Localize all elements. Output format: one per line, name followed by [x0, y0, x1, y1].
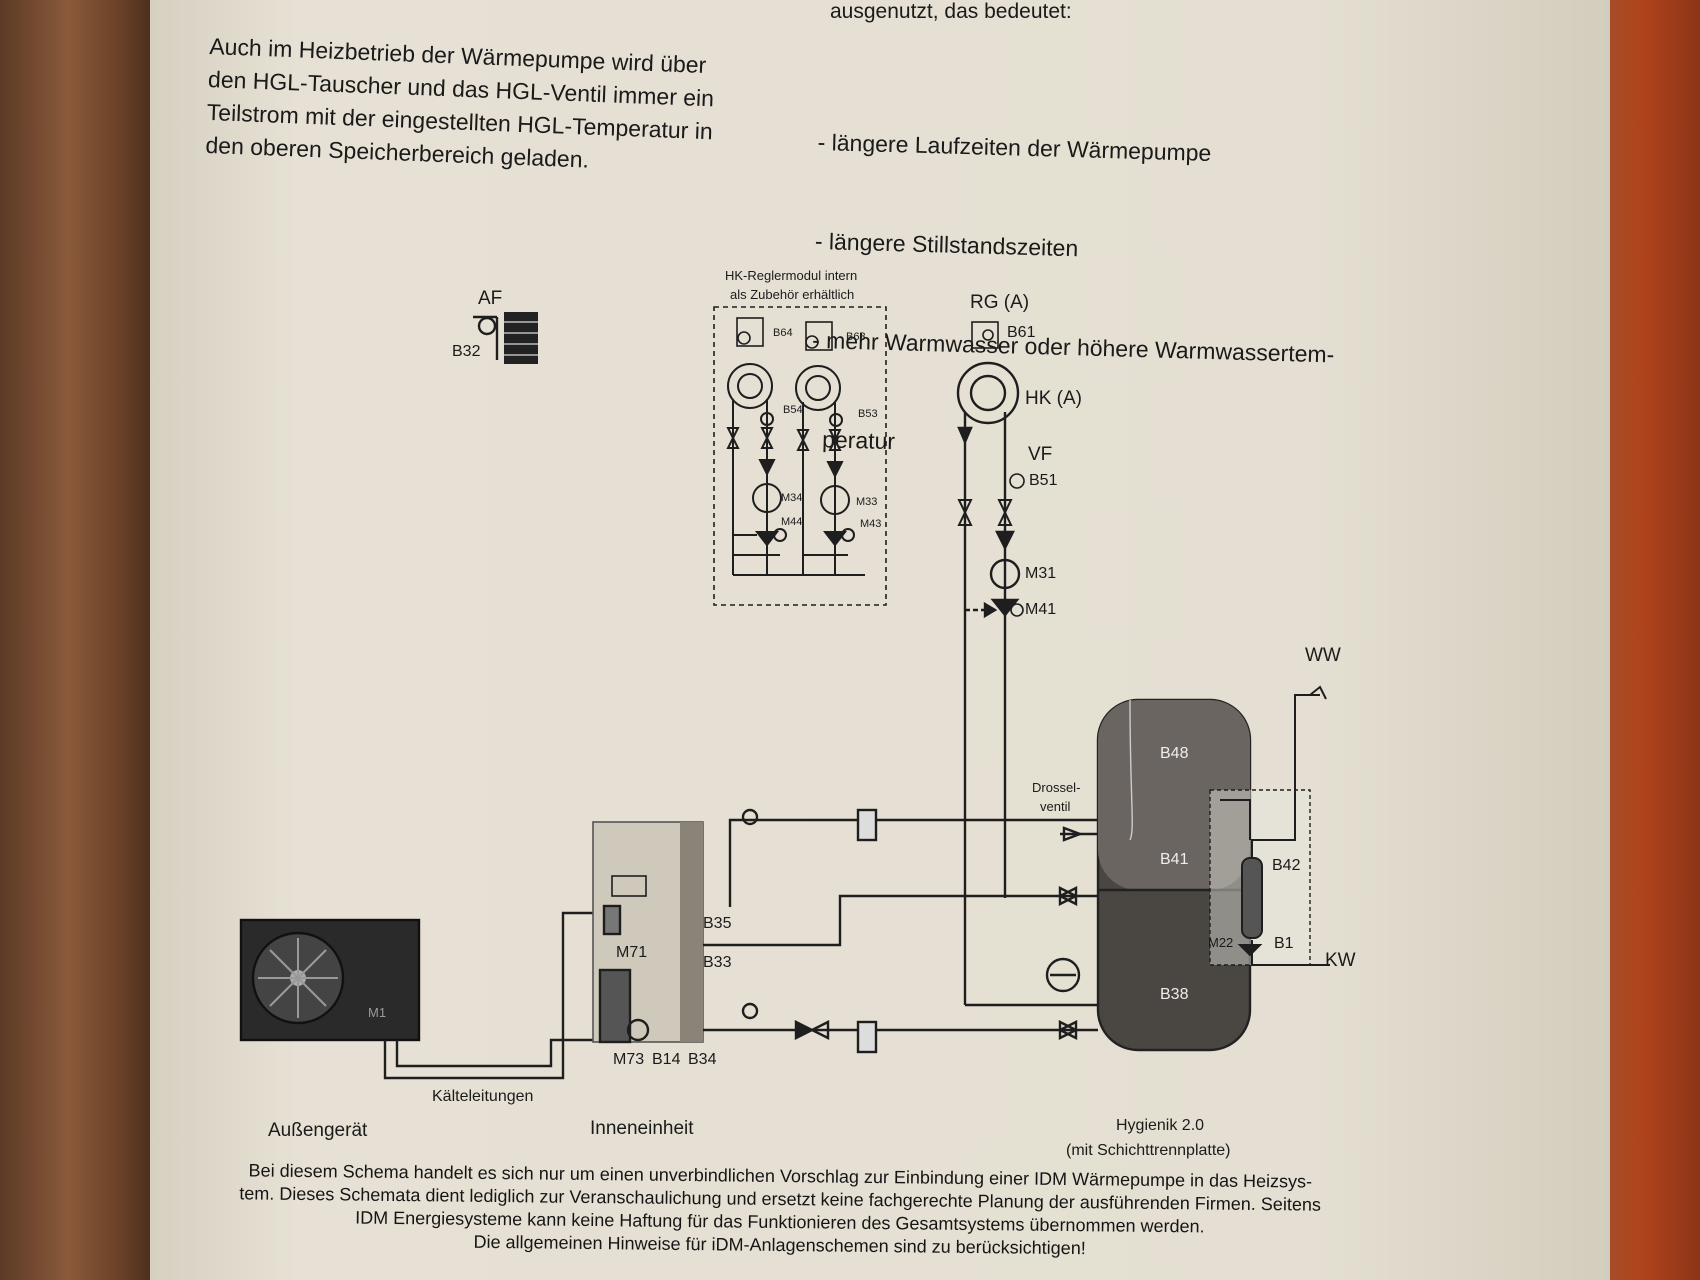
label-m34: M34	[781, 492, 803, 504]
label-b63: B63	[846, 331, 866, 343]
hydraulic-pipes	[703, 808, 1098, 1054]
label-b33: B33	[703, 954, 732, 971]
label-m73: M73	[613, 1051, 645, 1068]
paper-page	[150, 0, 1610, 1280]
label-b41: B41	[1160, 851, 1189, 868]
label-drossel-2: ventil	[1040, 799, 1071, 814]
indoor-unit	[592, 821, 704, 1044]
label-ww: WW	[1305, 645, 1341, 666]
controller-module-box	[713, 306, 887, 606]
label-b51: B51	[1029, 472, 1058, 489]
label-b54: B54	[783, 404, 803, 416]
module-title-2: als Zubehör erhältlich	[730, 287, 855, 302]
outdoor-unit	[239, 918, 421, 1042]
top-fragment: ausgenutzt, das bedeutet:	[830, 0, 1072, 23]
refrigerant-lines	[383, 911, 612, 1080]
label-b53: B53	[858, 408, 878, 420]
label-aussengeraet: Außengerät	[268, 1120, 368, 1141]
label-kw: KW	[1325, 950, 1356, 971]
label-hk: HK (A)	[1025, 388, 1082, 409]
outdoor-sensor-symbol	[473, 312, 538, 364]
module-circuit-2	[795, 365, 855, 575]
label-rg: RG (A)	[970, 292, 1030, 313]
label-af: AF	[478, 288, 503, 309]
label-drossel-1: Drossel-	[1032, 780, 1081, 795]
label-inneneinheit: Inneneinheit	[590, 1118, 694, 1139]
module-circuit-1	[726, 363, 865, 576]
label-m41: M41	[1025, 601, 1057, 618]
label-b14: B14	[652, 1051, 681, 1068]
label-b42: B42	[1272, 857, 1301, 874]
label-m1: M1	[368, 1005, 387, 1020]
fresh-water-piping	[1220, 685, 1330, 966]
label-b61: B61	[1007, 324, 1036, 341]
label-hygienik-2: (mit Schichttrennplatte)	[1066, 1142, 1231, 1159]
label-m44: M44	[781, 516, 803, 528]
label-m71: M71	[616, 944, 648, 961]
room-sensor-rg	[971, 321, 999, 349]
wooden-table-left	[0, 0, 170, 1280]
label-hygienik-1: Hygienik 2.0	[1116, 1117, 1205, 1134]
label-m22: M22	[1208, 935, 1234, 950]
label-b34: B34	[688, 1051, 717, 1068]
label-b38: B38	[1160, 986, 1189, 1003]
label-kaelteleitungen: Kälteleitungen	[432, 1088, 534, 1105]
label-b1: B1	[1274, 935, 1294, 952]
label-b48: B48	[1160, 745, 1189, 762]
label-b35: B35	[703, 915, 732, 932]
disclaimer: Bei diesem Schema handelt es sich nur um…	[180, 1159, 1381, 1264]
label-m33: M33	[856, 496, 878, 508]
label-m43: M43	[860, 518, 882, 530]
module-title-1: HK-Reglermodul intern	[725, 268, 858, 283]
label-b64: B64	[773, 327, 793, 339]
heating-circuit-hk	[956, 361, 1025, 1005]
module-room-sensors	[736, 317, 833, 351]
label-m31: M31	[1025, 565, 1057, 582]
label-b32: B32	[452, 343, 481, 360]
label-vf: VF	[1028, 444, 1053, 465]
